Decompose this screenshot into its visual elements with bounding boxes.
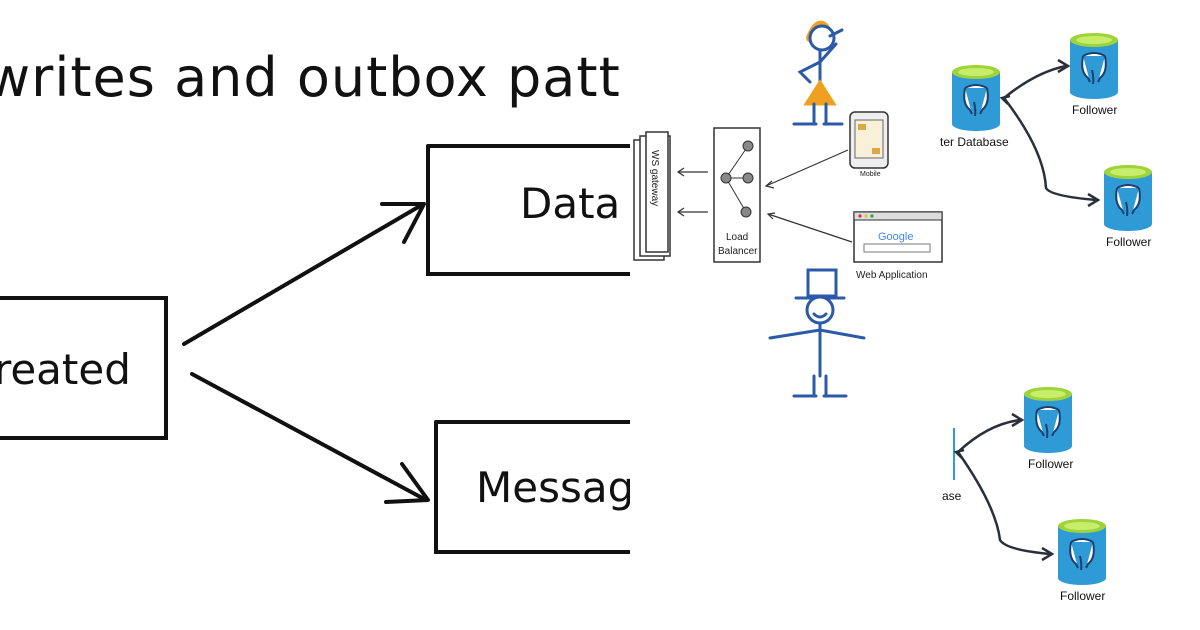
leader-database-top: ter Database bbox=[940, 64, 1009, 149]
message-box-label: Messag bbox=[476, 463, 630, 512]
google-logo: Google bbox=[878, 231, 913, 243]
ws-gateway-diagram: WS gateway Load Balancer bbox=[633, 20, 943, 398]
replication-panel: ter Database Follower Follower ase Follo… bbox=[940, 0, 1200, 630]
database-box bbox=[426, 144, 630, 276]
ws-gateway-stack: WS gateway bbox=[633, 131, 671, 261]
clients-to-lb-arrows bbox=[764, 149, 853, 243]
dual-writes-diagram: writes and outbox patt reated Data Messa… bbox=[0, 46, 630, 554]
arrow-to-database bbox=[182, 202, 426, 346]
ws-gateway-panel: WS gateway Load Balancer bbox=[630, 0, 950, 630]
replication-arrows-top bbox=[999, 58, 1101, 208]
lb-to-gateway-arrows bbox=[676, 167, 708, 217]
arrow-to-message bbox=[190, 372, 430, 504]
load-balancer-label-2: Balancer bbox=[718, 246, 758, 257]
mobile-device: Mobile bbox=[849, 111, 889, 178]
follower-bottom-2-label: Follower bbox=[1060, 589, 1105, 603]
mobile-label: Mobile bbox=[860, 171, 881, 178]
follower-bottom-1: Follower bbox=[1023, 386, 1073, 471]
source-box bbox=[0, 296, 168, 440]
replication-diagram: ter Database Follower Follower ase Follo… bbox=[940, 32, 1153, 603]
follower-top-1-label: Follower bbox=[1072, 103, 1117, 117]
load-balancer-label-1: Load bbox=[726, 232, 748, 243]
follower-top-2: Follower bbox=[1103, 164, 1153, 249]
ws-gateway-label: WS gateway bbox=[649, 150, 660, 206]
follower-top-2-label: Follower bbox=[1106, 235, 1151, 249]
leader-database-top-label: ter Database bbox=[940, 135, 1009, 149]
dual-writes-panel: writes and outbox patt reated Data Messa… bbox=[0, 46, 630, 554]
woman-stick-figure bbox=[792, 20, 844, 126]
source-box-label: reated bbox=[0, 345, 131, 394]
web-application-label: Web Application bbox=[856, 270, 928, 281]
web-application: Google Web Application bbox=[853, 211, 943, 281]
follower-top-1: Follower bbox=[1069, 32, 1119, 117]
replication-arrows-bottom bbox=[953, 412, 1055, 562]
follower-bottom-2: Follower bbox=[1057, 518, 1107, 603]
database-box-label: Data bbox=[520, 179, 620, 228]
leader-database-bottom: ase bbox=[942, 428, 962, 503]
load-balancer: Load Balancer bbox=[713, 127, 761, 263]
message-box bbox=[434, 420, 630, 554]
man-stick-figure bbox=[768, 268, 866, 398]
leader-database-bottom-label: ase bbox=[942, 489, 962, 503]
follower-bottom-1-label: Follower bbox=[1028, 457, 1073, 471]
panel-title: writes and outbox patt bbox=[0, 46, 621, 109]
